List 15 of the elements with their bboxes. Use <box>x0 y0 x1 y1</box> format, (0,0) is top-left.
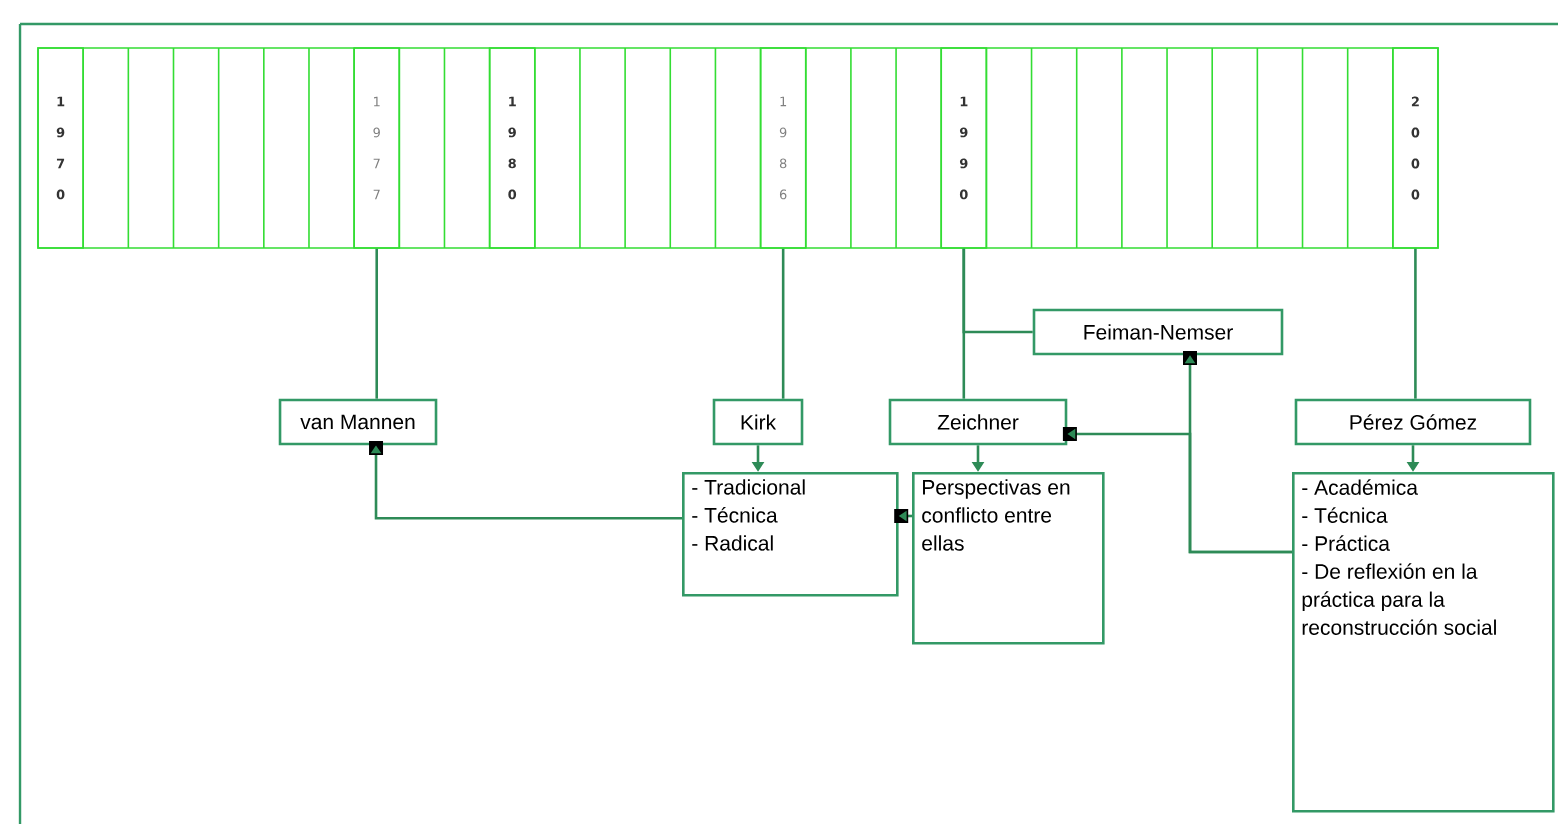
connector <box>894 509 912 523</box>
connector <box>1414 248 1417 399</box>
name-box: Zeichner <box>888 398 1068 446</box>
connector <box>962 248 1033 334</box>
name-box: Kirk <box>712 398 804 446</box>
connector <box>375 248 379 399</box>
text-box: Perspectivas en conflicto entre ellas <box>912 472 1105 645</box>
connector <box>781 248 785 399</box>
name-box: Pérez Gómez <box>1294 398 1532 446</box>
list-box: - Tradicional - Técnica - Radical <box>682 472 899 597</box>
connector <box>369 440 384 455</box>
name-box: Feiman-Nemser <box>1032 308 1284 356</box>
connector <box>1062 427 1292 554</box>
list-box: - Académica - Técnica - Práctica - De reflexión en la práctica para la reconstrucción social <box>1292 472 1555 813</box>
name-box: van Mannen <box>278 398 438 446</box>
